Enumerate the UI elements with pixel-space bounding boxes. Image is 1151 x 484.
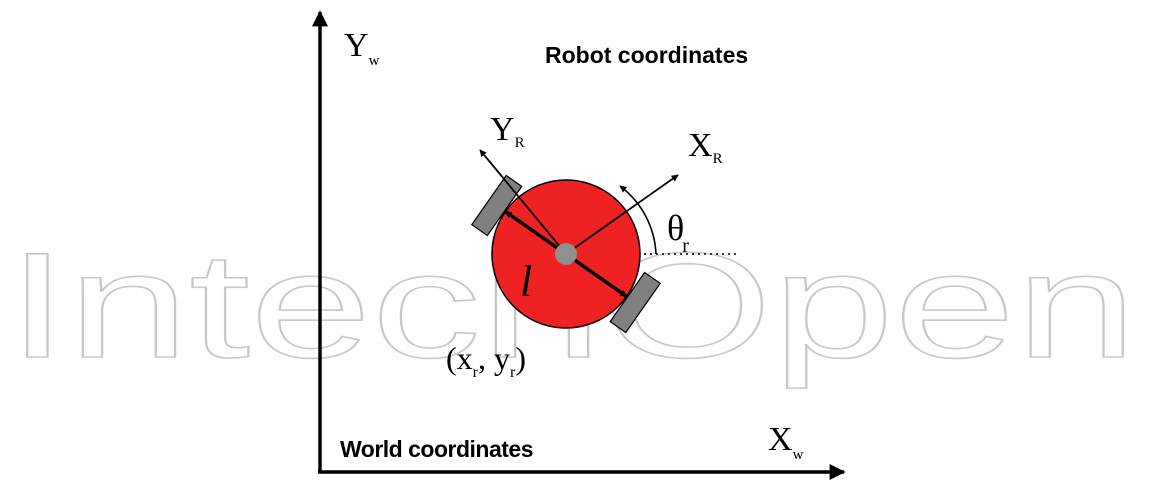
world-y-axis-label: Yw	[344, 27, 380, 69]
robot-y-axis	[479, 149, 567, 255]
robot-x-axis-label: XR	[688, 127, 723, 167]
world-x-axis-label: Xw	[768, 421, 804, 463]
left-wheel	[470, 174, 523, 237]
wheel-base-label: l	[520, 257, 532, 306]
robot-x-axis	[565, 174, 679, 255]
robot-position-label: (xr, yr)	[446, 340, 526, 381]
right-wheel	[609, 271, 662, 334]
theta-label: θr	[667, 208, 689, 257]
theta-arc	[619, 185, 657, 255]
robot-coordinates-title: Robot coordinates	[545, 42, 748, 68]
world-coordinates-title: World coordinates	[340, 436, 533, 462]
robot-center	[555, 243, 577, 265]
robot-y-axis-label: YR	[490, 111, 525, 151]
